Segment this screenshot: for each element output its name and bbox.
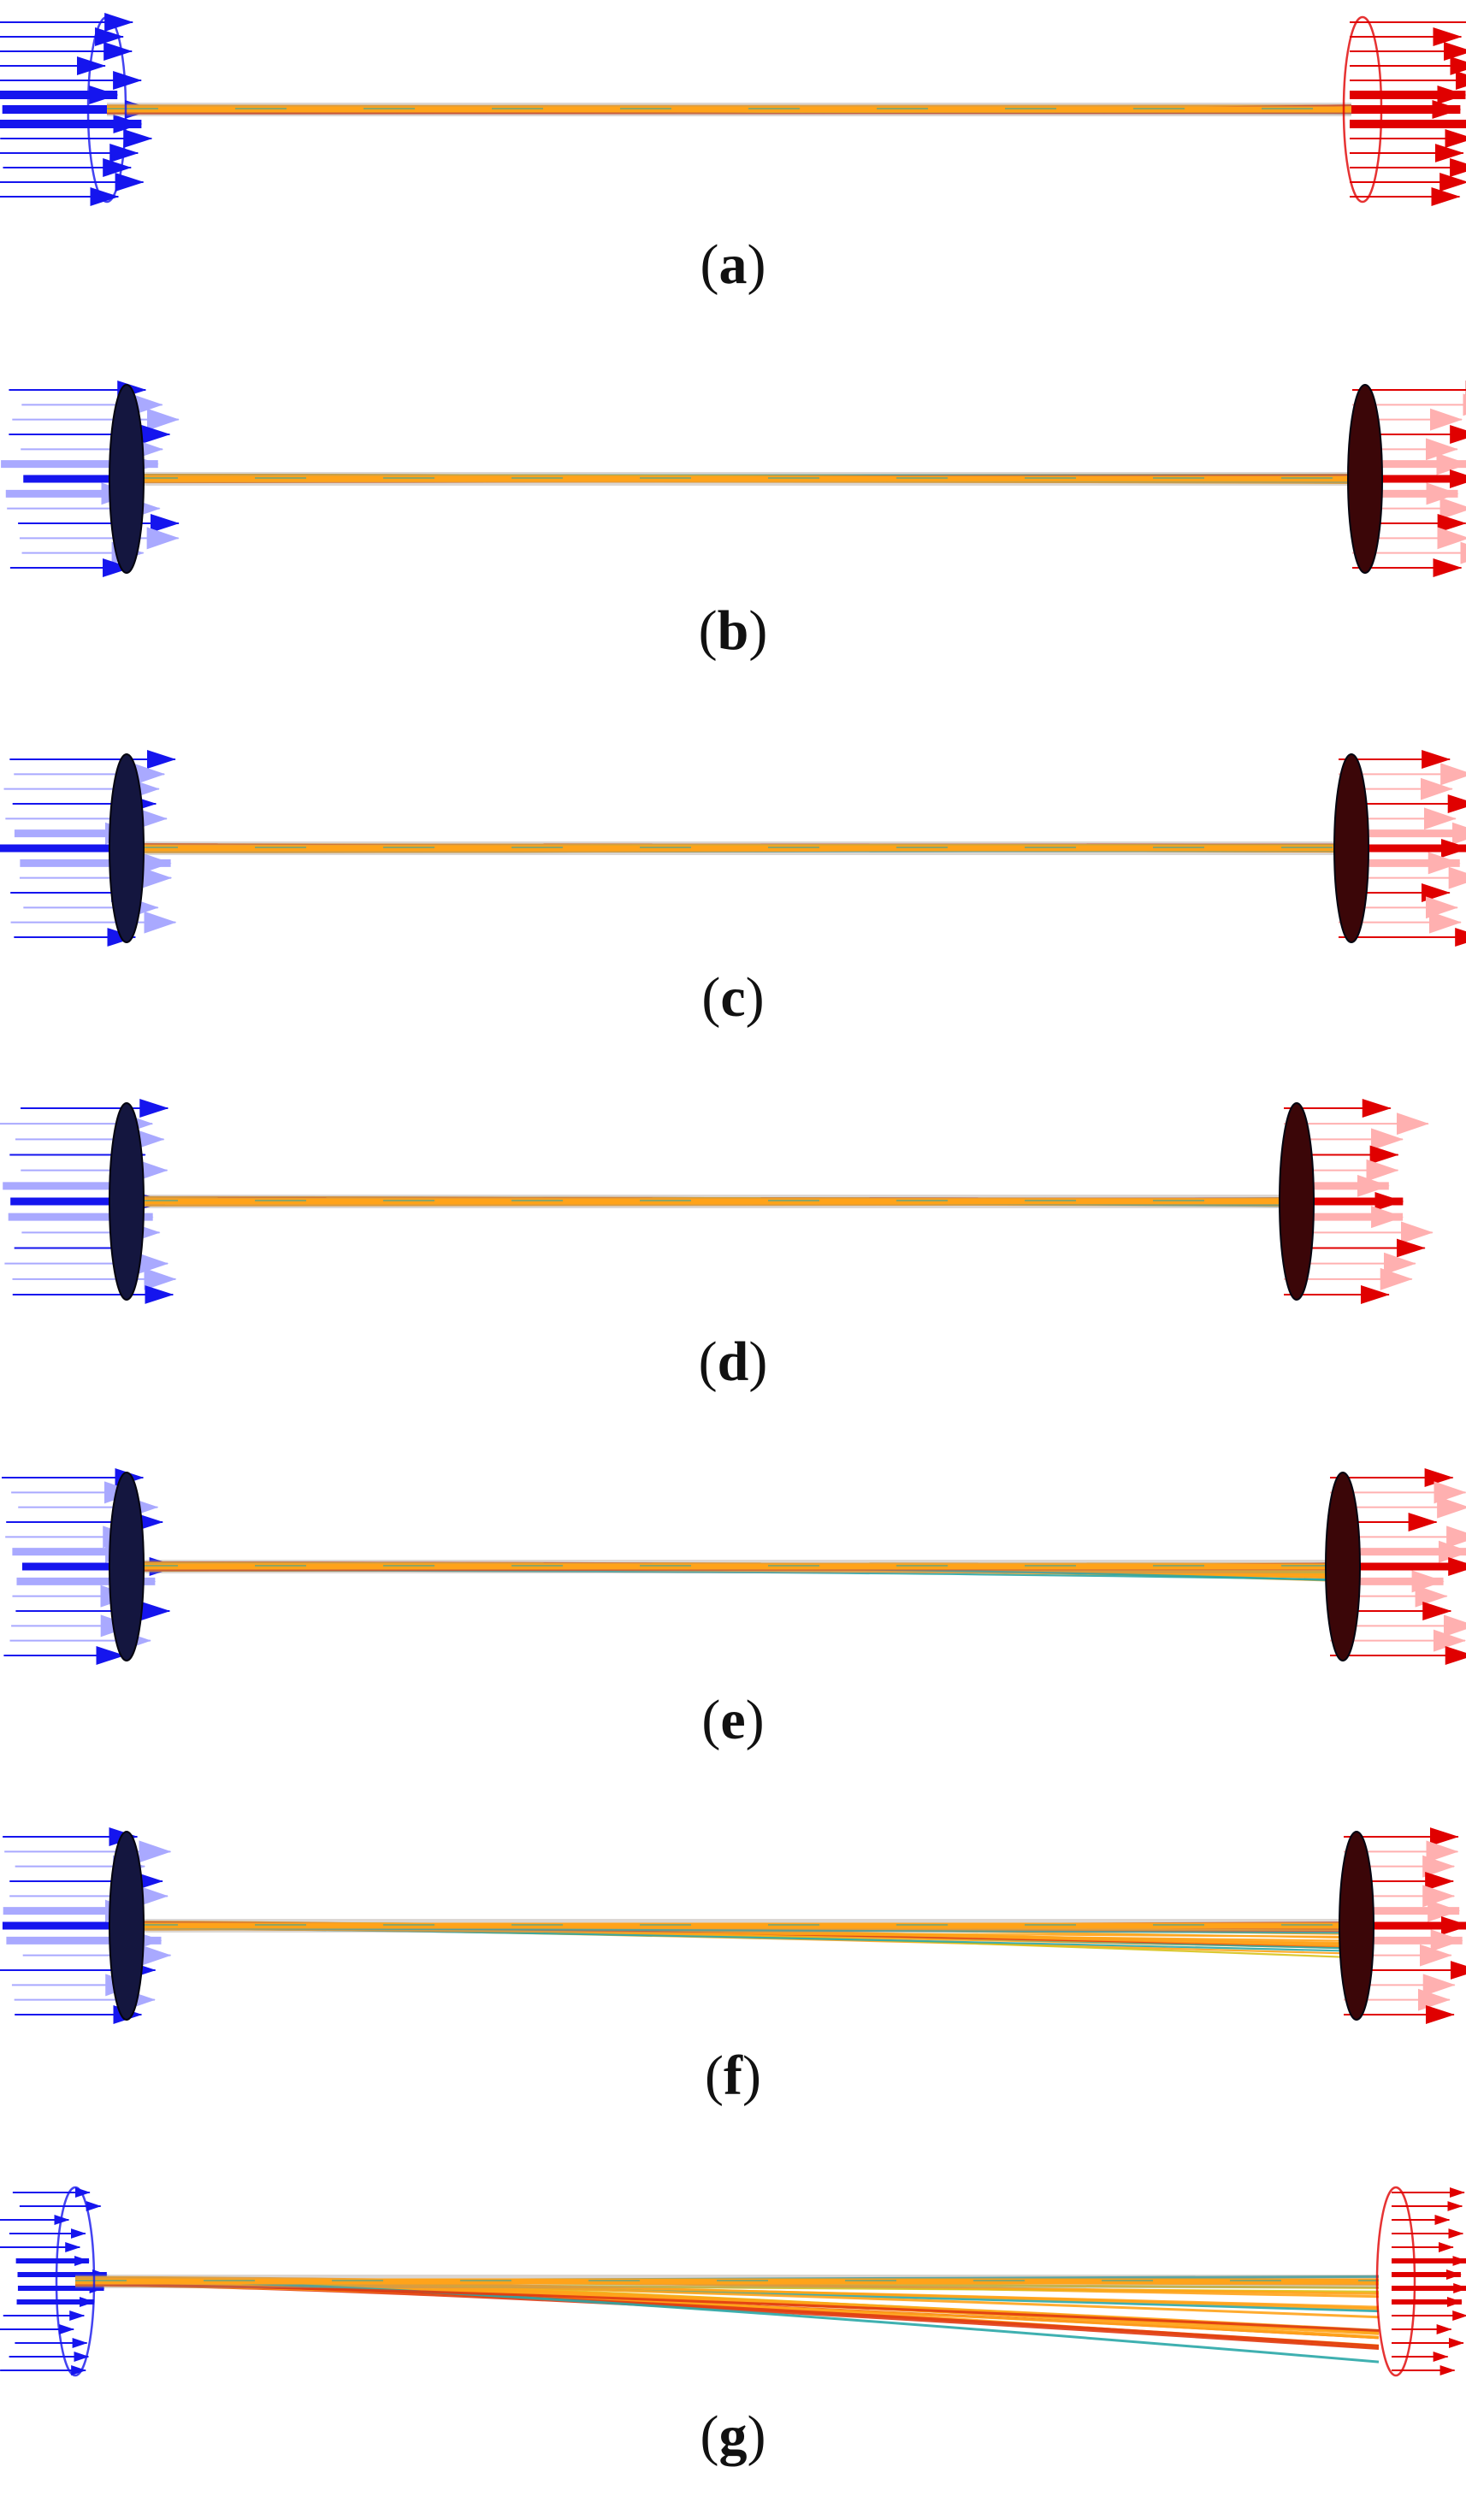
panel-f [0, 1827, 1466, 2024]
panel-caption-f: (f) [705, 2045, 761, 2107]
outlet-disk-icon [1333, 753, 1369, 943]
panel-e [2, 1468, 1466, 1665]
panel-caption-e: (e) [701, 1689, 765, 1751]
panel-caption-g: (g) [700, 2405, 766, 2467]
outlet-disk-icon [1347, 384, 1383, 574]
inlet-disk-icon [55, 2186, 96, 2377]
panel-b [1, 381, 1466, 577]
panel-label: f [724, 2045, 742, 2107]
outlet-disk-icon [1342, 15, 1383, 204]
inlet-disk-icon [109, 1831, 145, 2021]
inlet-disk-icon [109, 1472, 145, 1661]
inlet-disk-icon [109, 1102, 145, 1301]
outlet-disk-icon [1375, 2186, 1416, 2377]
fiber-strand [126, 1927, 1352, 1942]
panel-a [0, 13, 1466, 206]
panel-label: c [720, 966, 746, 1029]
inlet-disk-icon [86, 15, 127, 204]
panel-g [0, 2186, 1466, 2377]
inlet-disk-icon [109, 384, 145, 574]
panel-d [0, 1099, 1433, 1304]
panel-label: e [720, 1689, 746, 1751]
panel-caption-c: (c) [701, 966, 765, 1029]
panel-caption-a: (a) [700, 233, 766, 296]
panel-label: a [718, 233, 748, 296]
outlet-disk-icon [1339, 1831, 1374, 2021]
panel-label: d [717, 1331, 749, 1393]
outlet-disk-icon [1325, 1472, 1361, 1661]
outlet-disk-icon [1279, 1102, 1315, 1301]
panel-caption-d: (d) [698, 1331, 768, 1393]
panel-label: g [718, 2405, 748, 2467]
panel-c [0, 750, 1466, 947]
panel-caption-b: (b) [698, 599, 768, 662]
panel-label: b [717, 599, 749, 662]
inlet-disk-icon [109, 753, 145, 943]
fiber-strand [74, 2283, 1380, 2332]
